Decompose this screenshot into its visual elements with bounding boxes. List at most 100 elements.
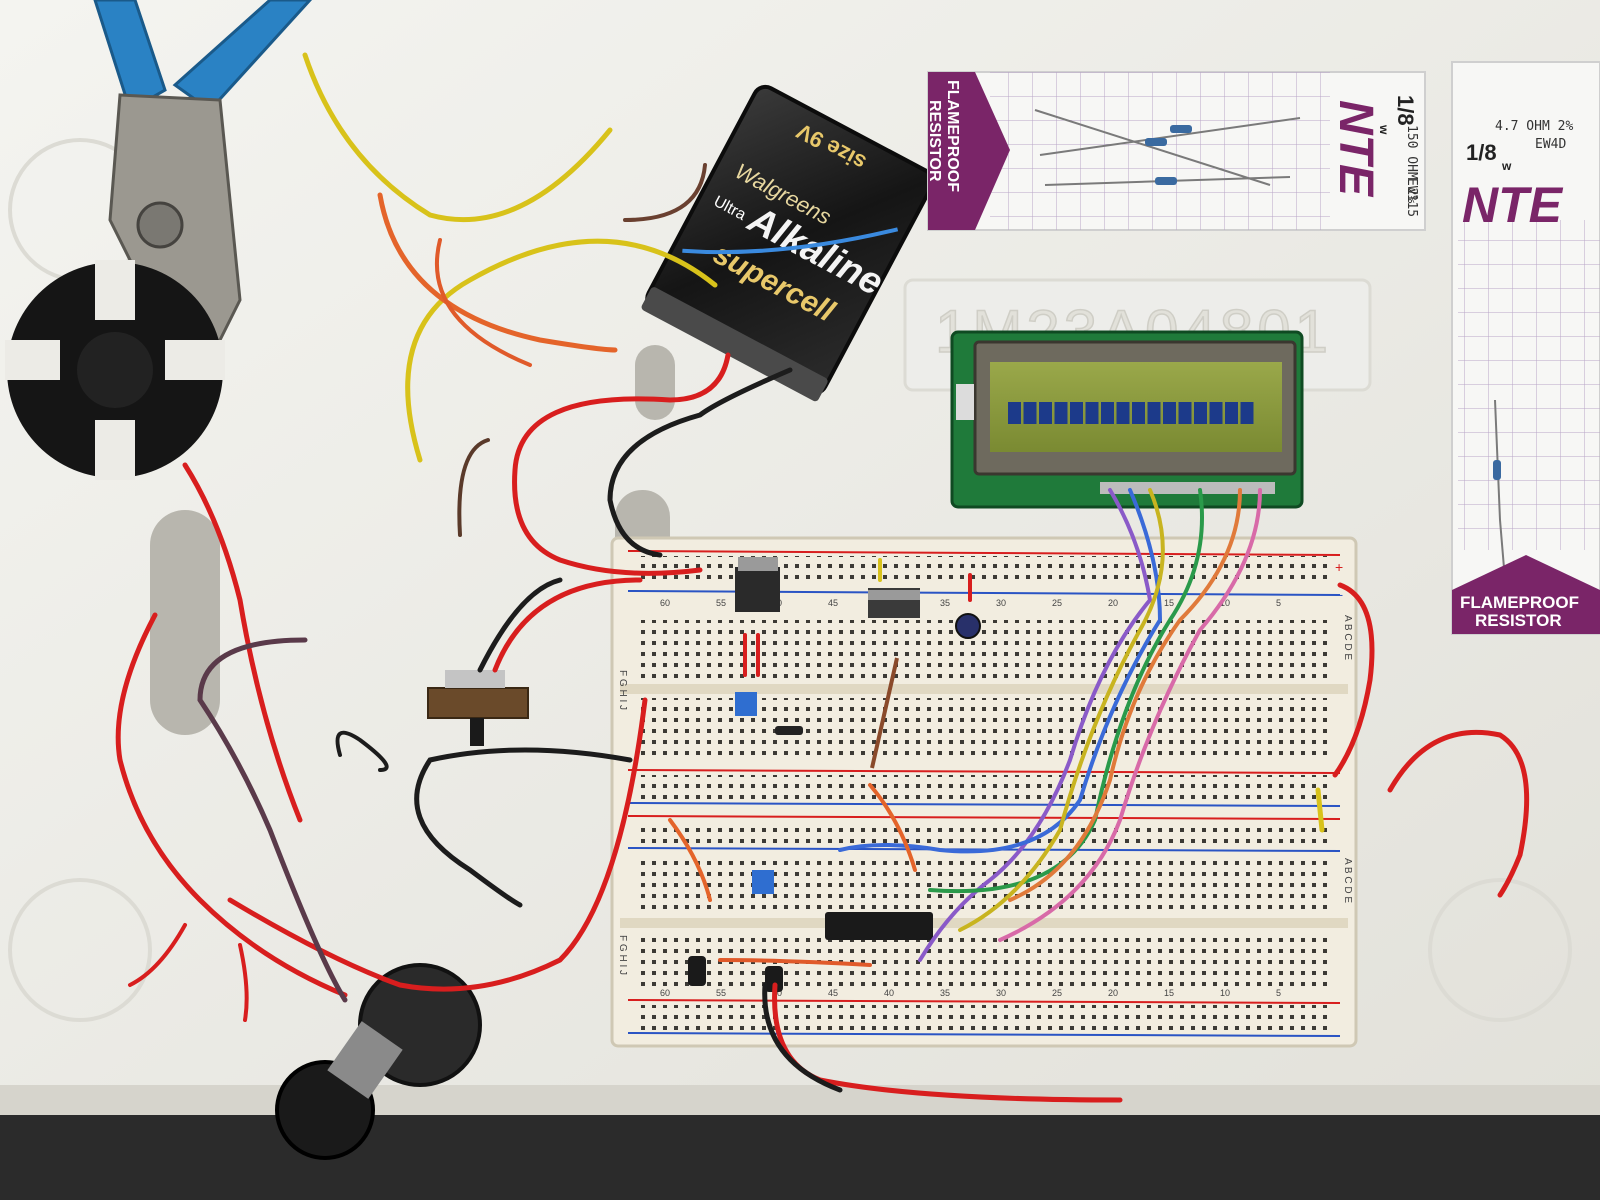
slide-switch-pins [445, 670, 505, 688]
lcd-char-block [1147, 402, 1161, 424]
rail-bot-red [627, 999, 1341, 1004]
lcd-char-block [1225, 402, 1238, 424]
jumper-red-4 [718, 958, 872, 967]
packet-right-code: EW4D [1535, 137, 1566, 152]
lcd-char-block [1008, 402, 1021, 424]
center-channel-upper [620, 684, 1348, 694]
column-label: 45 [828, 988, 838, 998]
packet-right-resistor-body [1493, 460, 1501, 480]
row-letters-right-bot: A B C D E [1342, 858, 1353, 903]
packet-left-resistor-body-2 [1170, 125, 1192, 133]
potentiometer [275, 963, 482, 1160]
wire-switch-red [492, 577, 643, 673]
packet-left-brand: NTE [1329, 100, 1382, 198]
jumper-orange-1 [668, 818, 712, 902]
resistor-packet-right: 4.7 OHM 2% EW4D 1/8 w NTE FLAMEPROOF RES… [1451, 61, 1600, 635]
packet-left-watt-unit: w [1377, 124, 1391, 135]
lcd-connector [956, 384, 974, 420]
column-label: 30 [996, 598, 1006, 608]
trimpot-1 [735, 692, 757, 716]
packet-left-spec: 150 OHM 2% [1404, 125, 1419, 203]
wire-left-red-3 [128, 923, 187, 987]
wire-brown-short [623, 163, 707, 222]
wire-ribbon-purple [918, 488, 1153, 962]
column-label: 25 [1052, 988, 1062, 998]
foam-slot-left [150, 510, 220, 735]
jumper-orange-2 [868, 783, 917, 872]
wire-bottom-red [772, 982, 1123, 1103]
lcd-char-block [1039, 402, 1052, 424]
ic-chip [825, 912, 933, 940]
rail-plus-label: + [1335, 559, 1343, 575]
transistor-2 [765, 966, 783, 992]
rail-mid-holes [640, 775, 1330, 801]
lcd-char-block [1116, 402, 1130, 424]
rail-mid-blue [627, 802, 1341, 807]
packet-left-side-label-2: RESISTOR [926, 100, 943, 182]
packet-left-wattage: 1/8 [1393, 95, 1418, 126]
wire-left-red [115, 612, 348, 998]
column-label: 25 [1052, 598, 1062, 608]
column-label: 20 [1108, 598, 1118, 608]
rail-bot-holes [640, 1005, 1330, 1031]
rail-bot-blue [627, 1032, 1341, 1037]
column-label: 40 [884, 988, 894, 998]
breadboard: A B C D E F G H I J A B C D E F G H I J … [610, 536, 1358, 1048]
knob-cap-slot-1 [95, 260, 135, 320]
foam-recess-3 [1428, 878, 1572, 1022]
knob-cap [5, 260, 225, 480]
lcd-pin-header [1100, 482, 1275, 494]
lcd-char-block [1070, 402, 1083, 424]
packet-left-side-label-1: FLAMEPROOF [944, 80, 961, 192]
knob-cap-hub [77, 332, 153, 408]
voltage-regulator-2-tab [868, 590, 920, 600]
row-letters-right-top: A B C D E [1342, 615, 1353, 660]
column-label: 60 [660, 598, 670, 608]
packet-right-watt-unit: w [1501, 159, 1512, 173]
column-label: 15 [1164, 988, 1174, 998]
slide-switch-actuator [470, 718, 484, 746]
wire-red-loop [227, 697, 648, 992]
column-label: 35 [940, 598, 950, 608]
wire-rail-jumper-red [1332, 582, 1375, 778]
terminal-upper-holes [640, 620, 1330, 680]
wire-switch-black [477, 577, 563, 673]
packet-left-resistor-1 [1034, 109, 1271, 186]
lcd-char-block [1240, 402, 1254, 424]
slide-switch [427, 670, 529, 746]
slide-switch-body [427, 687, 529, 719]
center-channel-lower [620, 918, 1348, 928]
wire-yellow-2 [405, 238, 718, 463]
knob-cap-slot-4 [95, 420, 135, 480]
jumper-yellow-2 [1315, 787, 1325, 833]
packet-left-code: EW115 [1404, 178, 1419, 217]
voltage-regulator-1-tab [738, 557, 778, 571]
battery-9v: size 9V Walgreens Ultra Alkaline superce… [641, 84, 935, 402]
wire-loose-red [1387, 729, 1530, 898]
packet-left-side [928, 72, 1010, 230]
transistor [688, 956, 706, 986]
terminal-lower-holes [640, 860, 1330, 915]
packet-left-grid [990, 72, 1330, 230]
packet-right-spec: 4.7 OHM 2% [1495, 119, 1573, 134]
column-label: 55 [716, 598, 726, 608]
lcd-char-block [1132, 402, 1145, 424]
pliers [93, 0, 313, 363]
pot-knob [275, 1060, 375, 1160]
knob-cap-slot-2 [5, 340, 60, 380]
lcd-char-block [1163, 402, 1176, 424]
packet-left-resistor-body-1 [1145, 138, 1167, 146]
packet-right-brand: NTE [1462, 177, 1564, 233]
knob-cap-slot-3 [165, 340, 225, 380]
lcd-char-block [1101, 402, 1114, 424]
foam-lip [0, 1085, 1600, 1115]
lcd-char-block [1178, 402, 1192, 424]
breadboard-components [688, 557, 981, 992]
lcd-module [950, 330, 1304, 509]
column-label: 35 [940, 988, 950, 998]
wire-ribbon-pink [998, 488, 1262, 942]
packet-right-bottom-band [1452, 555, 1600, 634]
column-label: 10 [1220, 598, 1230, 608]
lcd-char-block [1023, 402, 1037, 424]
